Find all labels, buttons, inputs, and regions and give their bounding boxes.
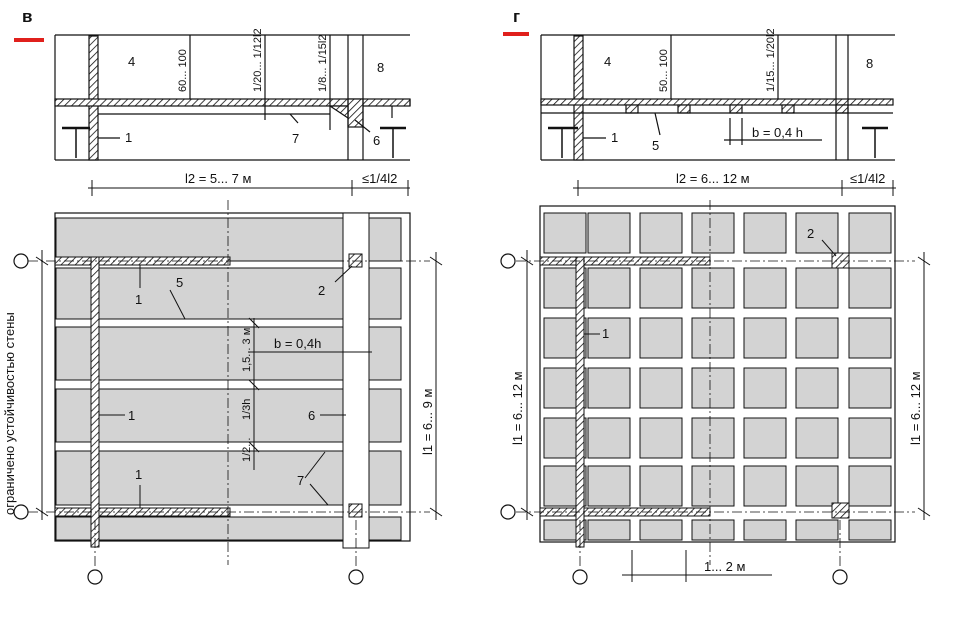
mark-5-right-section: 5 bbox=[652, 138, 659, 153]
coffer-cell bbox=[743, 465, 787, 507]
coffer-cell bbox=[795, 367, 839, 409]
mark-8-left: 8 bbox=[377, 60, 384, 75]
span-l2-left: l2 = 5... 7 м bbox=[185, 171, 251, 186]
cantilever-right: ≤1/4l2 bbox=[850, 171, 885, 186]
coffer-cell bbox=[587, 367, 631, 409]
span-l1-right-a: l1 = 6... 12 м bbox=[510, 371, 525, 445]
coffer-cell bbox=[848, 465, 892, 507]
coffer-cell bbox=[587, 519, 631, 541]
mark-6-left-section: 6 bbox=[373, 133, 380, 148]
mark-4-right: 4 bbox=[604, 54, 611, 69]
plan-left bbox=[13, 200, 443, 585]
dim-slab-thickness-right: 50... 100 bbox=[658, 49, 670, 92]
coffer-cell bbox=[848, 267, 892, 309]
coffer-cell bbox=[587, 417, 631, 459]
mark-5-left-plan: 5 bbox=[176, 275, 183, 290]
coffer-cell bbox=[587, 465, 631, 507]
coffer-cell bbox=[587, 212, 631, 254]
mark-1-left-section: 1 bbox=[125, 130, 132, 145]
coffer-cell bbox=[848, 212, 892, 254]
cantilever-left: ≤1/4l2 bbox=[362, 171, 397, 186]
coffer-cell bbox=[795, 417, 839, 459]
mark-1-left-plan-a: 1 bbox=[135, 292, 142, 307]
mark-7-left-plan: 7 bbox=[297, 473, 304, 488]
coffer-cell bbox=[691, 267, 735, 309]
coffer-cell bbox=[743, 519, 787, 541]
mark-1-right-section: 1 bbox=[611, 130, 618, 145]
coffer-cell bbox=[691, 519, 735, 541]
coffer-cell bbox=[795, 465, 839, 507]
dim-rib-spacing-left: 1,5... 3 м bbox=[241, 328, 253, 372]
side-note-left: ограничено устойчивостью стены bbox=[2, 312, 17, 515]
coffer-cell bbox=[743, 417, 787, 459]
accent-bar-right bbox=[503, 32, 529, 36]
coffer-cell bbox=[639, 519, 683, 541]
coffer-cell bbox=[743, 212, 787, 254]
mark-1-left-plan-c: 1 bbox=[135, 467, 142, 482]
coffer-cell bbox=[639, 317, 683, 359]
coffer-cell bbox=[848, 367, 892, 409]
rib-width-right: b = 0,4 h bbox=[752, 125, 803, 140]
coffer-cell bbox=[639, 367, 683, 409]
dim-rib-height-left: 1/3h bbox=[241, 399, 253, 420]
mark-2-right-plan: 2 bbox=[807, 226, 814, 241]
coffer-cell bbox=[691, 317, 735, 359]
section-left bbox=[54, 34, 411, 161]
coffer-cell bbox=[639, 267, 683, 309]
coffer-cell bbox=[795, 519, 839, 541]
coffer-cell bbox=[691, 212, 735, 254]
mark-6-left-plan: 6 bbox=[308, 408, 315, 423]
coffer-cell bbox=[587, 317, 631, 359]
mark-1-left-plan-b: 1 bbox=[128, 408, 135, 423]
panel-right: г bbox=[500, 7, 931, 585]
coffer-cell bbox=[795, 212, 839, 254]
dim-rib-lower-left: 1/2... bbox=[241, 438, 253, 462]
dim-rib-height-right: 1/15... 1/20l2 bbox=[765, 28, 777, 92]
accent-bar-left bbox=[14, 38, 44, 42]
span-dim-left bbox=[88, 180, 410, 196]
span-dim-right bbox=[573, 180, 896, 196]
coffer-cell bbox=[848, 317, 892, 359]
coffer-cell bbox=[848, 519, 892, 541]
panel-left: в bbox=[2, 7, 443, 585]
coffer-cell bbox=[587, 267, 631, 309]
span-l1-left: l1 = 6... 9 м bbox=[420, 389, 435, 455]
grid-step-right: 1... 2 м bbox=[704, 559, 746, 574]
coffer-cell bbox=[691, 367, 735, 409]
mark-4-left: 4 bbox=[128, 54, 135, 69]
coffer-cell bbox=[743, 317, 787, 359]
coffer-cell bbox=[848, 417, 892, 459]
coffer-cell bbox=[743, 367, 787, 409]
mark-1-right-plan: 1 bbox=[602, 326, 609, 341]
span-l2-right: l2 = 6... 12 м bbox=[676, 171, 750, 186]
dim-main-beam-left: 1/8... 1/15l2 bbox=[317, 35, 329, 93]
coffer-cell bbox=[691, 417, 735, 459]
coffer-cell bbox=[691, 465, 735, 507]
mark-8-right: 8 bbox=[866, 56, 873, 71]
span-l1-right-b: l1 = 6... 12 м bbox=[908, 371, 923, 445]
coffer-cell bbox=[639, 212, 683, 254]
coffer-cell bbox=[543, 212, 587, 254]
mark-2-left-plan: 2 bbox=[318, 283, 325, 298]
panel-letter-left: в bbox=[22, 7, 32, 26]
beam-width-left: b = 0,4h bbox=[274, 336, 321, 351]
coffer-cell bbox=[639, 417, 683, 459]
coffer-cell bbox=[743, 267, 787, 309]
plan-right bbox=[500, 200, 931, 585]
coffer-cell bbox=[639, 465, 683, 507]
mark-7-left-section: 7 bbox=[292, 131, 299, 146]
section-right bbox=[540, 34, 895, 161]
dim-beam-height-left: 1/20... 1/12l2 bbox=[252, 28, 264, 92]
panel-letter-right: г bbox=[513, 7, 520, 26]
dim-slab-thickness-left: 60... 100 bbox=[177, 49, 189, 92]
coffer-cell bbox=[795, 317, 839, 359]
coffer-cell bbox=[795, 267, 839, 309]
